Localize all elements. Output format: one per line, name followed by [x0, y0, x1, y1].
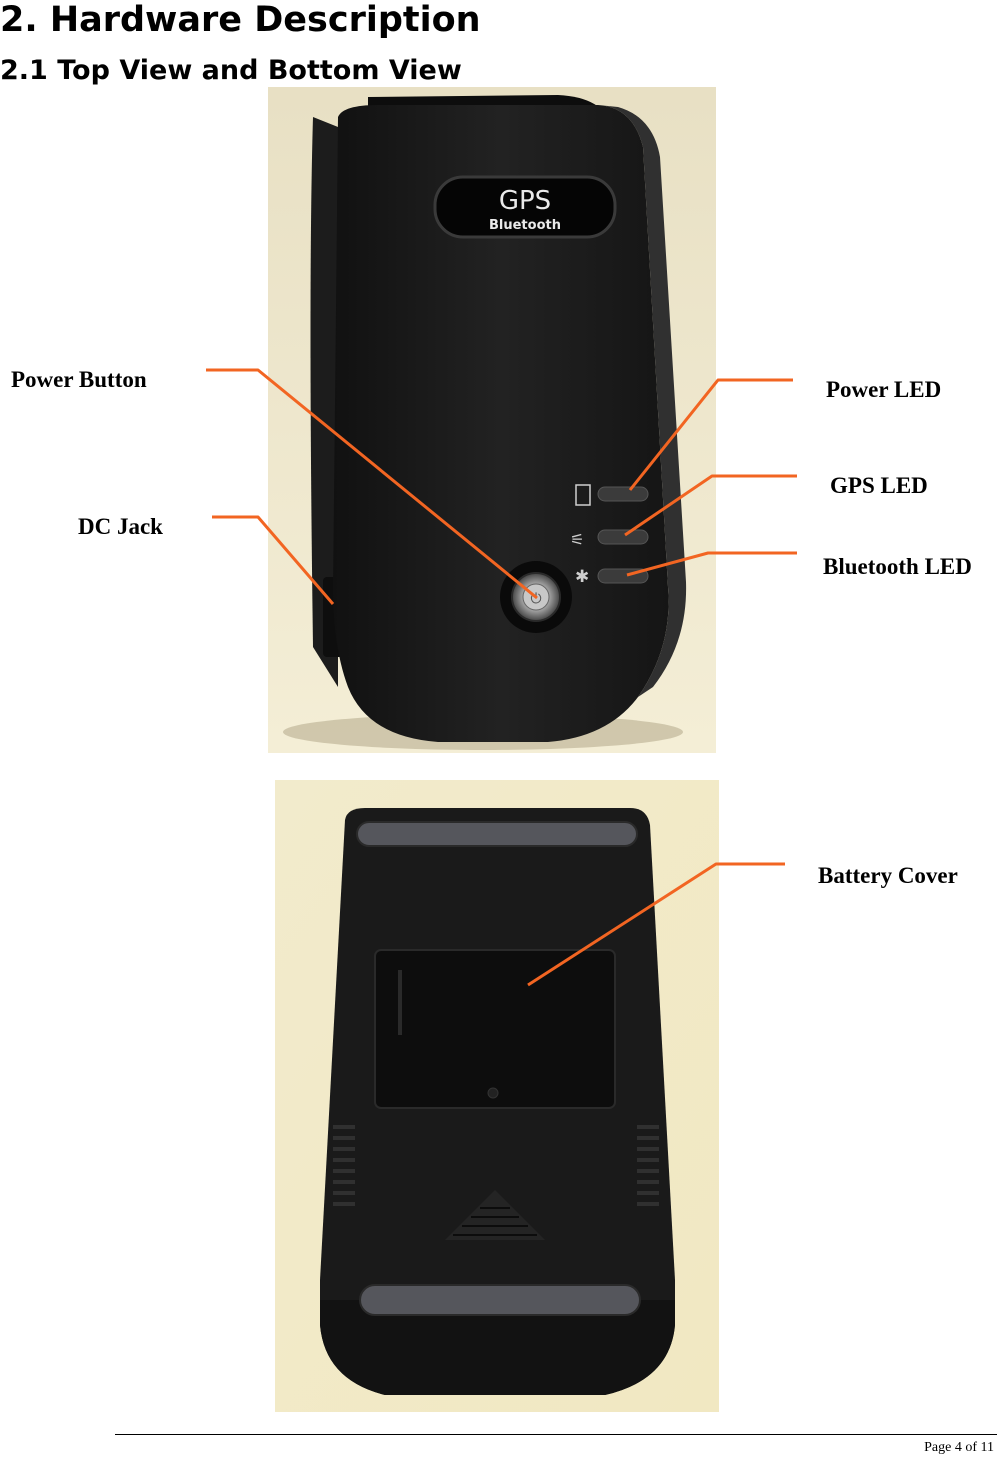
battery-icon: [575, 484, 591, 506]
bluetooth-led: [597, 568, 649, 584]
label-bluetooth-led: Bluetooth LED: [823, 554, 972, 579]
page-number: Page 4 of 11: [924, 1440, 994, 1455]
label-gps-led: GPS LED: [830, 473, 928, 498]
satellite-icon: ⚟: [570, 530, 584, 549]
subsection-heading: 2.1 Top View and Bottom View: [0, 55, 462, 86]
top-view-photo: GPS Bluetooth ⚟ ✱ ⏻: [268, 87, 716, 753]
power-icon: ⏻: [530, 591, 541, 607]
section-heading: 2. Hardware Description: [0, 0, 481, 40]
label-power-led: Power LED: [826, 377, 942, 402]
label-power-button: Power Button: [11, 367, 147, 392]
logo-bluetooth-text: Bluetooth: [489, 218, 561, 233]
label-dc-jack: DC Jack: [78, 514, 163, 539]
bluetooth-icon: ✱: [575, 567, 589, 587]
footer-rule: [115, 1434, 997, 1435]
battery-cover: [374, 949, 616, 1109]
bottom-view-photo: [275, 780, 719, 1412]
power-led: [597, 486, 649, 502]
gps-led: [597, 529, 649, 545]
label-battery-cover: Battery Cover: [818, 863, 958, 888]
logo-gps-text: GPS: [499, 186, 551, 216]
